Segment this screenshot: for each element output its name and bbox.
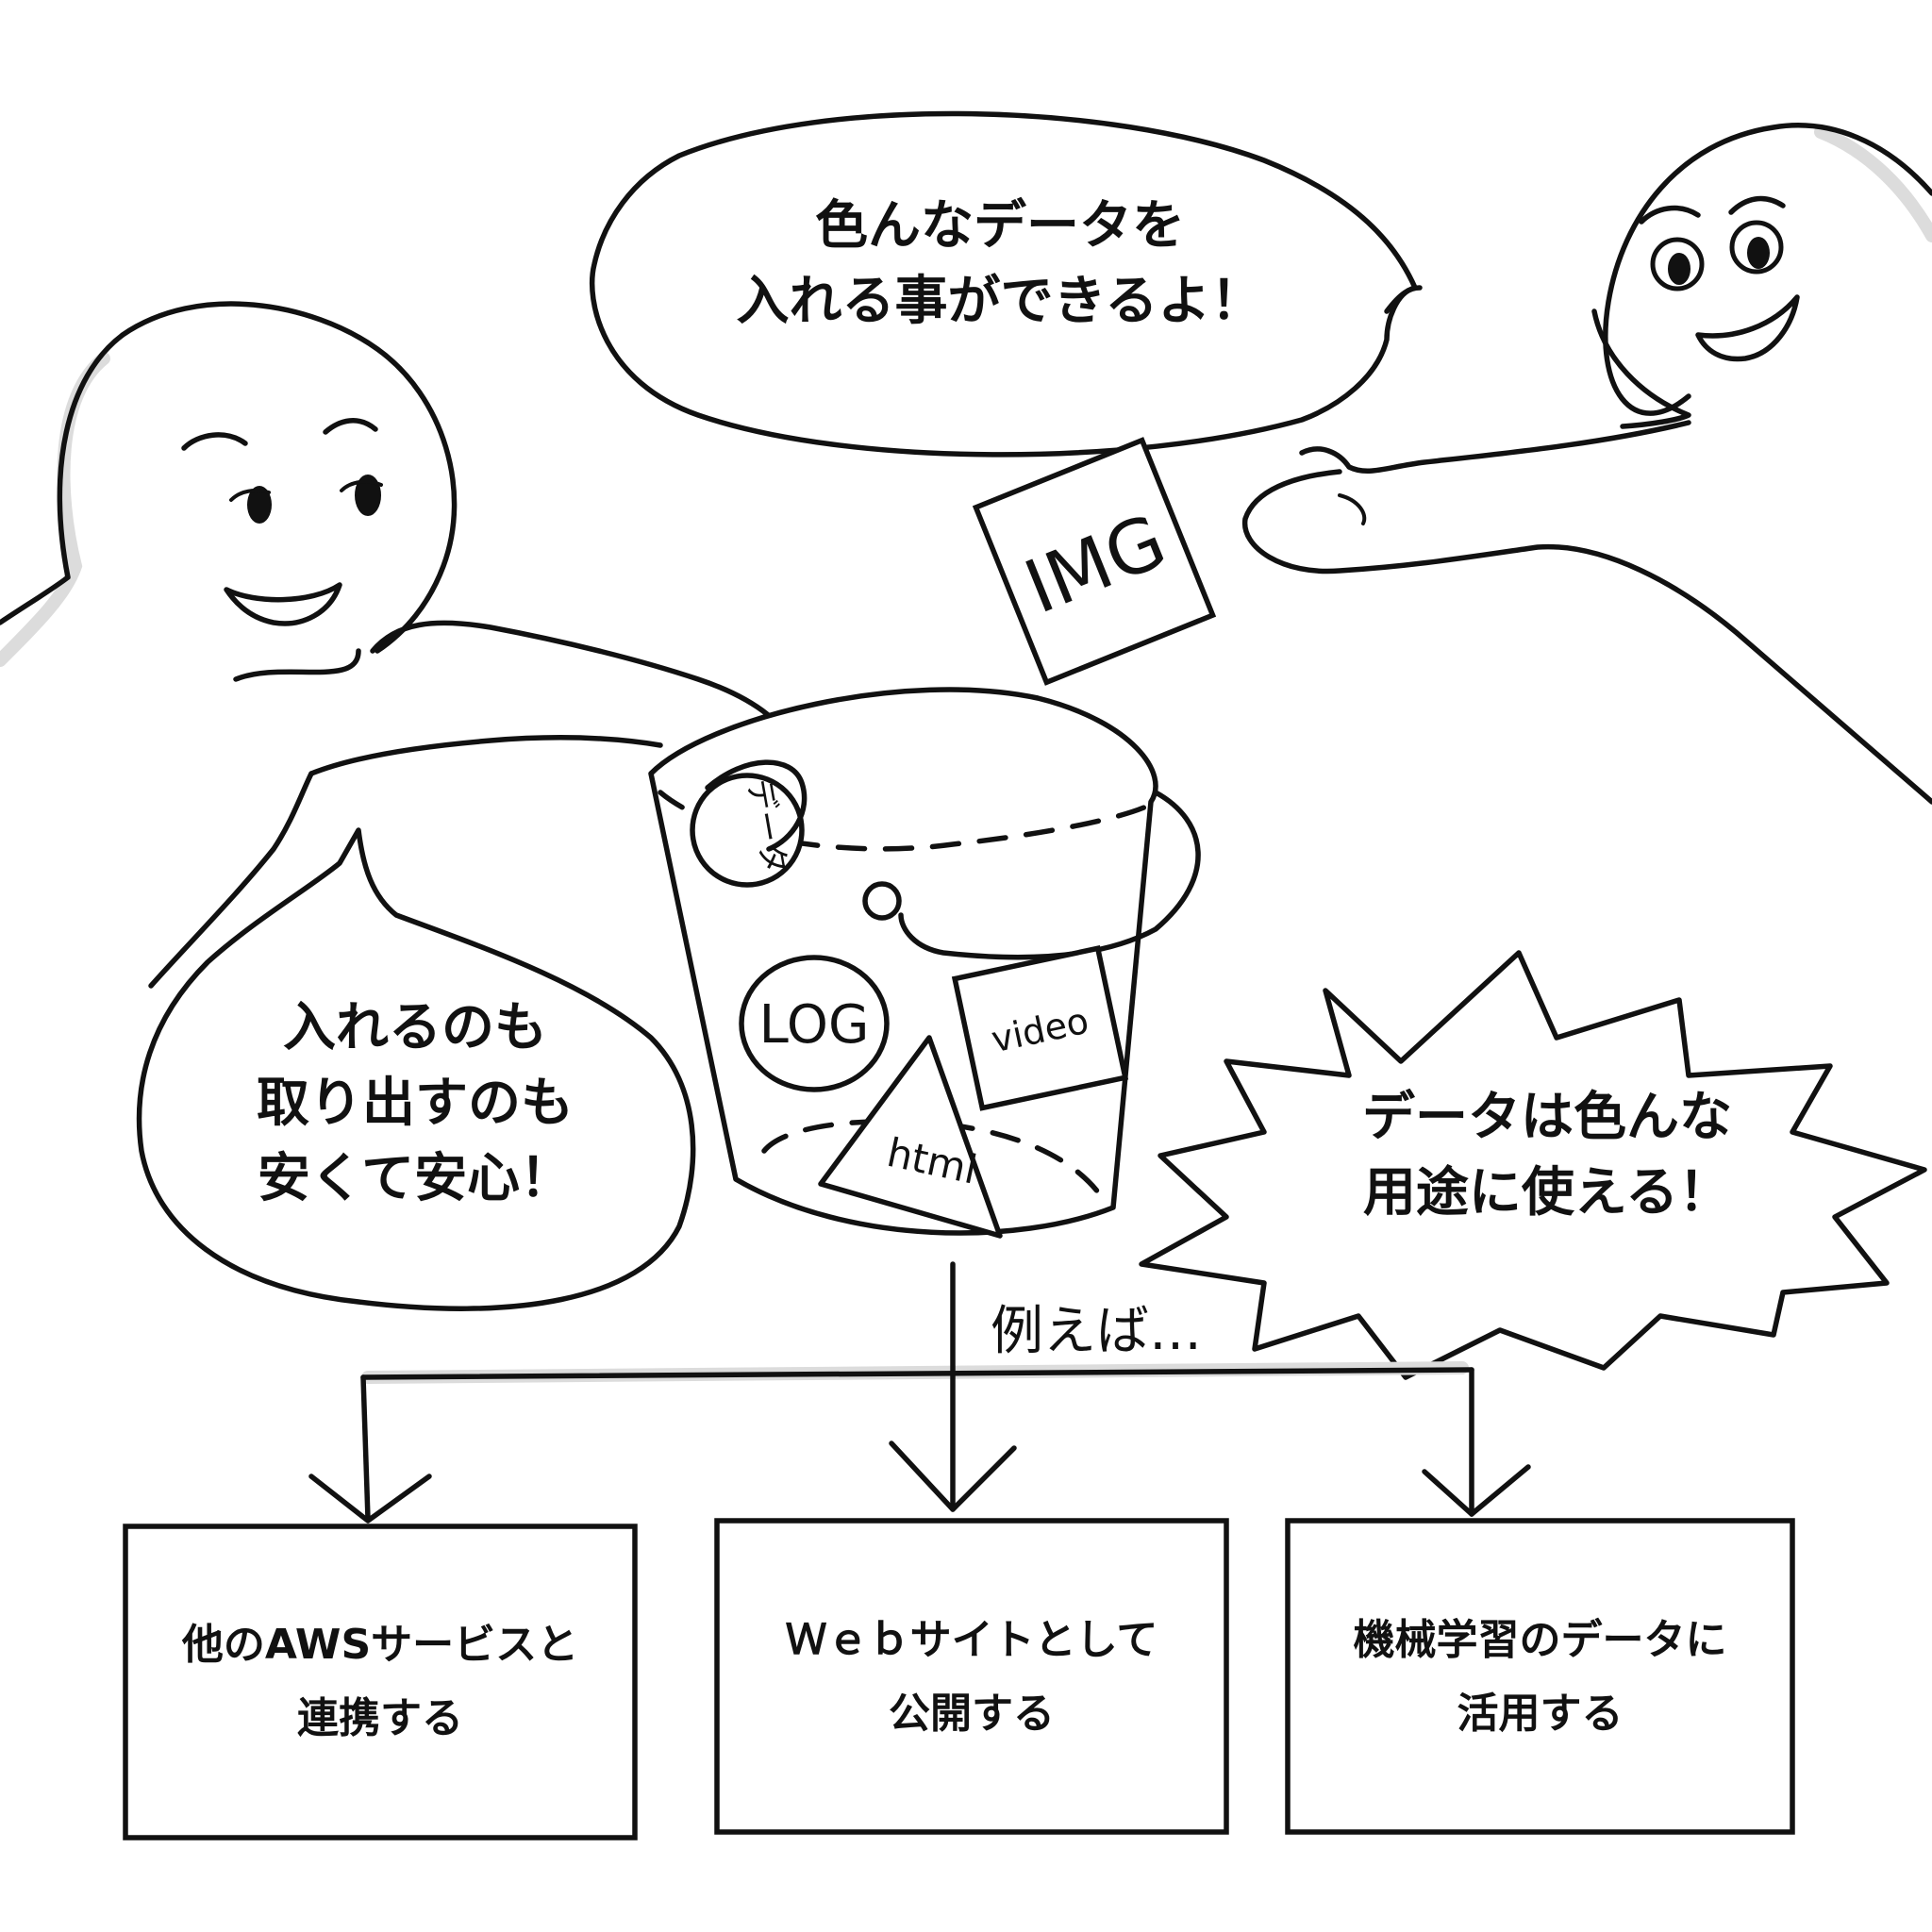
right-character bbox=[1241, 123, 1932, 805]
box-ml: 機械学習のデータに 活用する bbox=[1292, 1604, 1788, 1751]
arrow-head-right bbox=[1422, 1464, 1531, 1517]
box-ml-outline bbox=[1285, 1518, 1795, 1835]
branch-label: 例えば… bbox=[991, 1301, 1202, 1362]
top-bubble-text: 色んなデータを 入れる事ができるよ！ bbox=[604, 189, 1396, 340]
top-bubble-line1: 色んなデータを bbox=[815, 195, 1185, 257]
log-item: LOG bbox=[739, 955, 890, 1092]
html-triangle: html bbox=[818, 1035, 1003, 1239]
arrow-head-center bbox=[889, 1441, 1017, 1512]
box-aws: 他のAWSサービスと 連携する bbox=[130, 1608, 630, 1756]
box-aws-line1: 他のAWSサービスと bbox=[181, 1621, 579, 1669]
box-ml-line1: 機械学習のデータに bbox=[1353, 1616, 1727, 1664]
data-coin: データ bbox=[690, 759, 808, 888]
left-bubble-line2: 取り出すのも bbox=[257, 1073, 574, 1134]
box-web: Ｗｅｂサイトとして 公開する bbox=[722, 1604, 1222, 1751]
box-aws-outline bbox=[123, 1524, 638, 1840]
box-web-line1: Ｗｅｂサイトとして bbox=[785, 1616, 1158, 1664]
box-ml-line2: 活用する bbox=[1457, 1690, 1624, 1738]
burst-bubble-line1: データは色んな bbox=[1362, 1087, 1732, 1148]
box-web-outline bbox=[714, 1518, 1229, 1835]
burst-bubble-text: データは色んな 用途に使える！ bbox=[1264, 1080, 1830, 1231]
left-bubble-line1: 入れるのも bbox=[283, 997, 547, 1058]
top-bubble-line2: 入れる事ができるよ！ bbox=[736, 271, 1264, 332]
left-bubble-text: 入れるのも 取り出すのも 安くて安心！ bbox=[170, 991, 660, 1217]
branch-connectors: 例えば… bbox=[308, 1261, 1531, 1524]
top-speech-bubble bbox=[590, 110, 1423, 458]
log-label: LOG bbox=[759, 994, 870, 1056]
box-aws-line2: 連携する bbox=[297, 1694, 463, 1742]
left-character bbox=[0, 301, 808, 989]
left-speech-bubble bbox=[136, 827, 696, 1311]
video-card: video bbox=[951, 945, 1129, 1111]
burst-bubble-line2: 用途に使える！ bbox=[1362, 1162, 1732, 1224]
box-web-line2: 公開する bbox=[889, 1690, 1055, 1738]
img-card: IMG bbox=[972, 437, 1217, 686]
arrow-head-left bbox=[308, 1474, 432, 1524]
left-bubble-line3: 安くて安心！ bbox=[257, 1148, 574, 1209]
burst-bubble bbox=[1139, 950, 1927, 1380]
